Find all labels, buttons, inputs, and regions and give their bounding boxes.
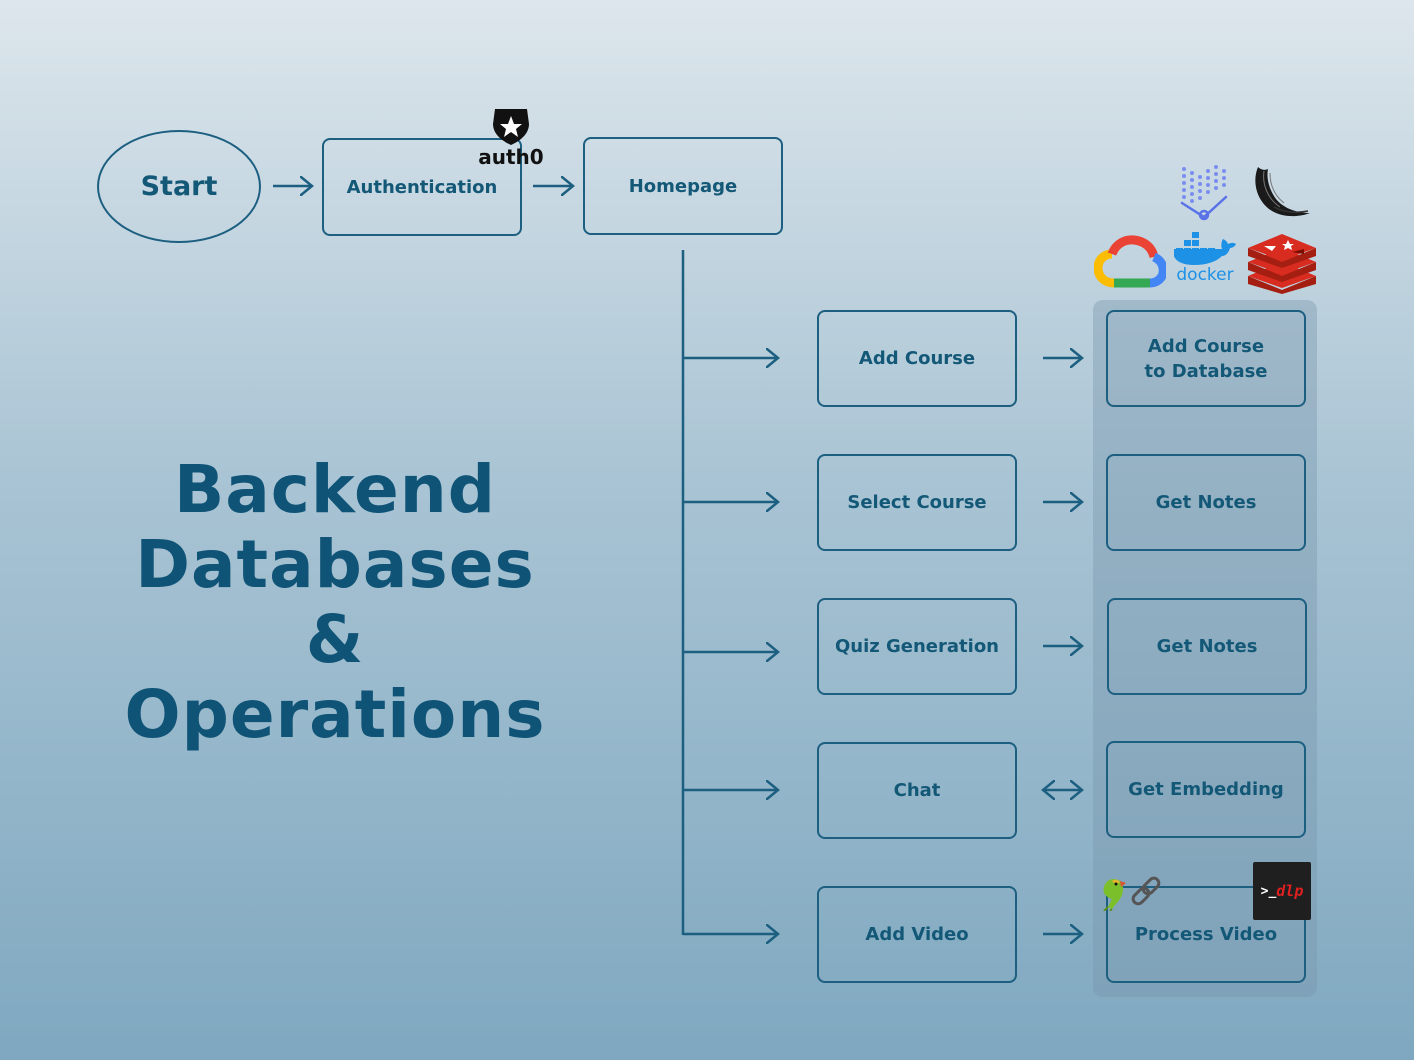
- target-node-add-course-db: Add Course to Database: [1106, 310, 1306, 407]
- action-node-add-course: Add Course: [817, 310, 1017, 407]
- redis-icon: [1246, 232, 1318, 294]
- auth0-icon: auth0: [478, 106, 544, 170]
- target-node-get-notes-1: Get Notes: [1106, 454, 1306, 551]
- yt-dlp-wordmark: dlp: [1276, 882, 1304, 900]
- vector-db-icon: [1178, 163, 1230, 221]
- langchain-icon: [1098, 873, 1164, 912]
- title-line: Operations: [124, 676, 546, 753]
- title-line: Backend: [173, 451, 497, 528]
- target-label: Get Embedding: [1128, 779, 1284, 800]
- action-label: Select Course: [847, 492, 987, 513]
- authentication-node: Authentication: [322, 138, 522, 236]
- action-label: Quiz Generation: [834, 636, 999, 657]
- homepage-label: Homepage: [628, 175, 738, 197]
- target-label: Get Notes: [1155, 492, 1257, 513]
- flask-icon: [1250, 163, 1314, 219]
- target-node-process-video: Process Video: [1106, 886, 1306, 983]
- action-node-select-course: Select Course: [817, 454, 1017, 551]
- target-label: Add Course to Database: [1144, 335, 1268, 382]
- docker-icon: docker: [1172, 232, 1238, 290]
- action-label: Chat: [893, 780, 941, 801]
- target-label: Get Notes: [1156, 636, 1258, 657]
- title-line: Databases: [135, 526, 535, 603]
- start-label: Start: [140, 171, 218, 202]
- action-node-add-video: Add Video: [817, 886, 1017, 983]
- docker-wordmark: docker: [1176, 265, 1234, 285]
- target-node-get-embedding: Get Embedding: [1106, 741, 1306, 838]
- start-node: Start: [97, 130, 261, 243]
- homepage-node: Homepage: [583, 137, 783, 235]
- action-label: Add Course: [858, 348, 976, 369]
- target-node-get-notes-2: Get Notes: [1107, 598, 1307, 695]
- action-node-chat: Chat: [817, 742, 1017, 839]
- action-node-quiz-generation: Quiz Generation: [817, 598, 1017, 695]
- yt-dlp-icon: >_ dlp: [1253, 862, 1311, 920]
- authentication-label: Authentication: [346, 176, 498, 198]
- title-line: &: [305, 601, 365, 678]
- google-cloud-icon: [1093, 235, 1168, 293]
- target-label: Process Video: [1134, 924, 1278, 945]
- diagram-title: Backend Databases & Operations: [120, 452, 550, 752]
- action-label: Add Video: [865, 924, 969, 945]
- auth0-wordmark: auth0: [478, 145, 544, 169]
- yt-dlp-prompt: >_: [1260, 883, 1277, 899]
